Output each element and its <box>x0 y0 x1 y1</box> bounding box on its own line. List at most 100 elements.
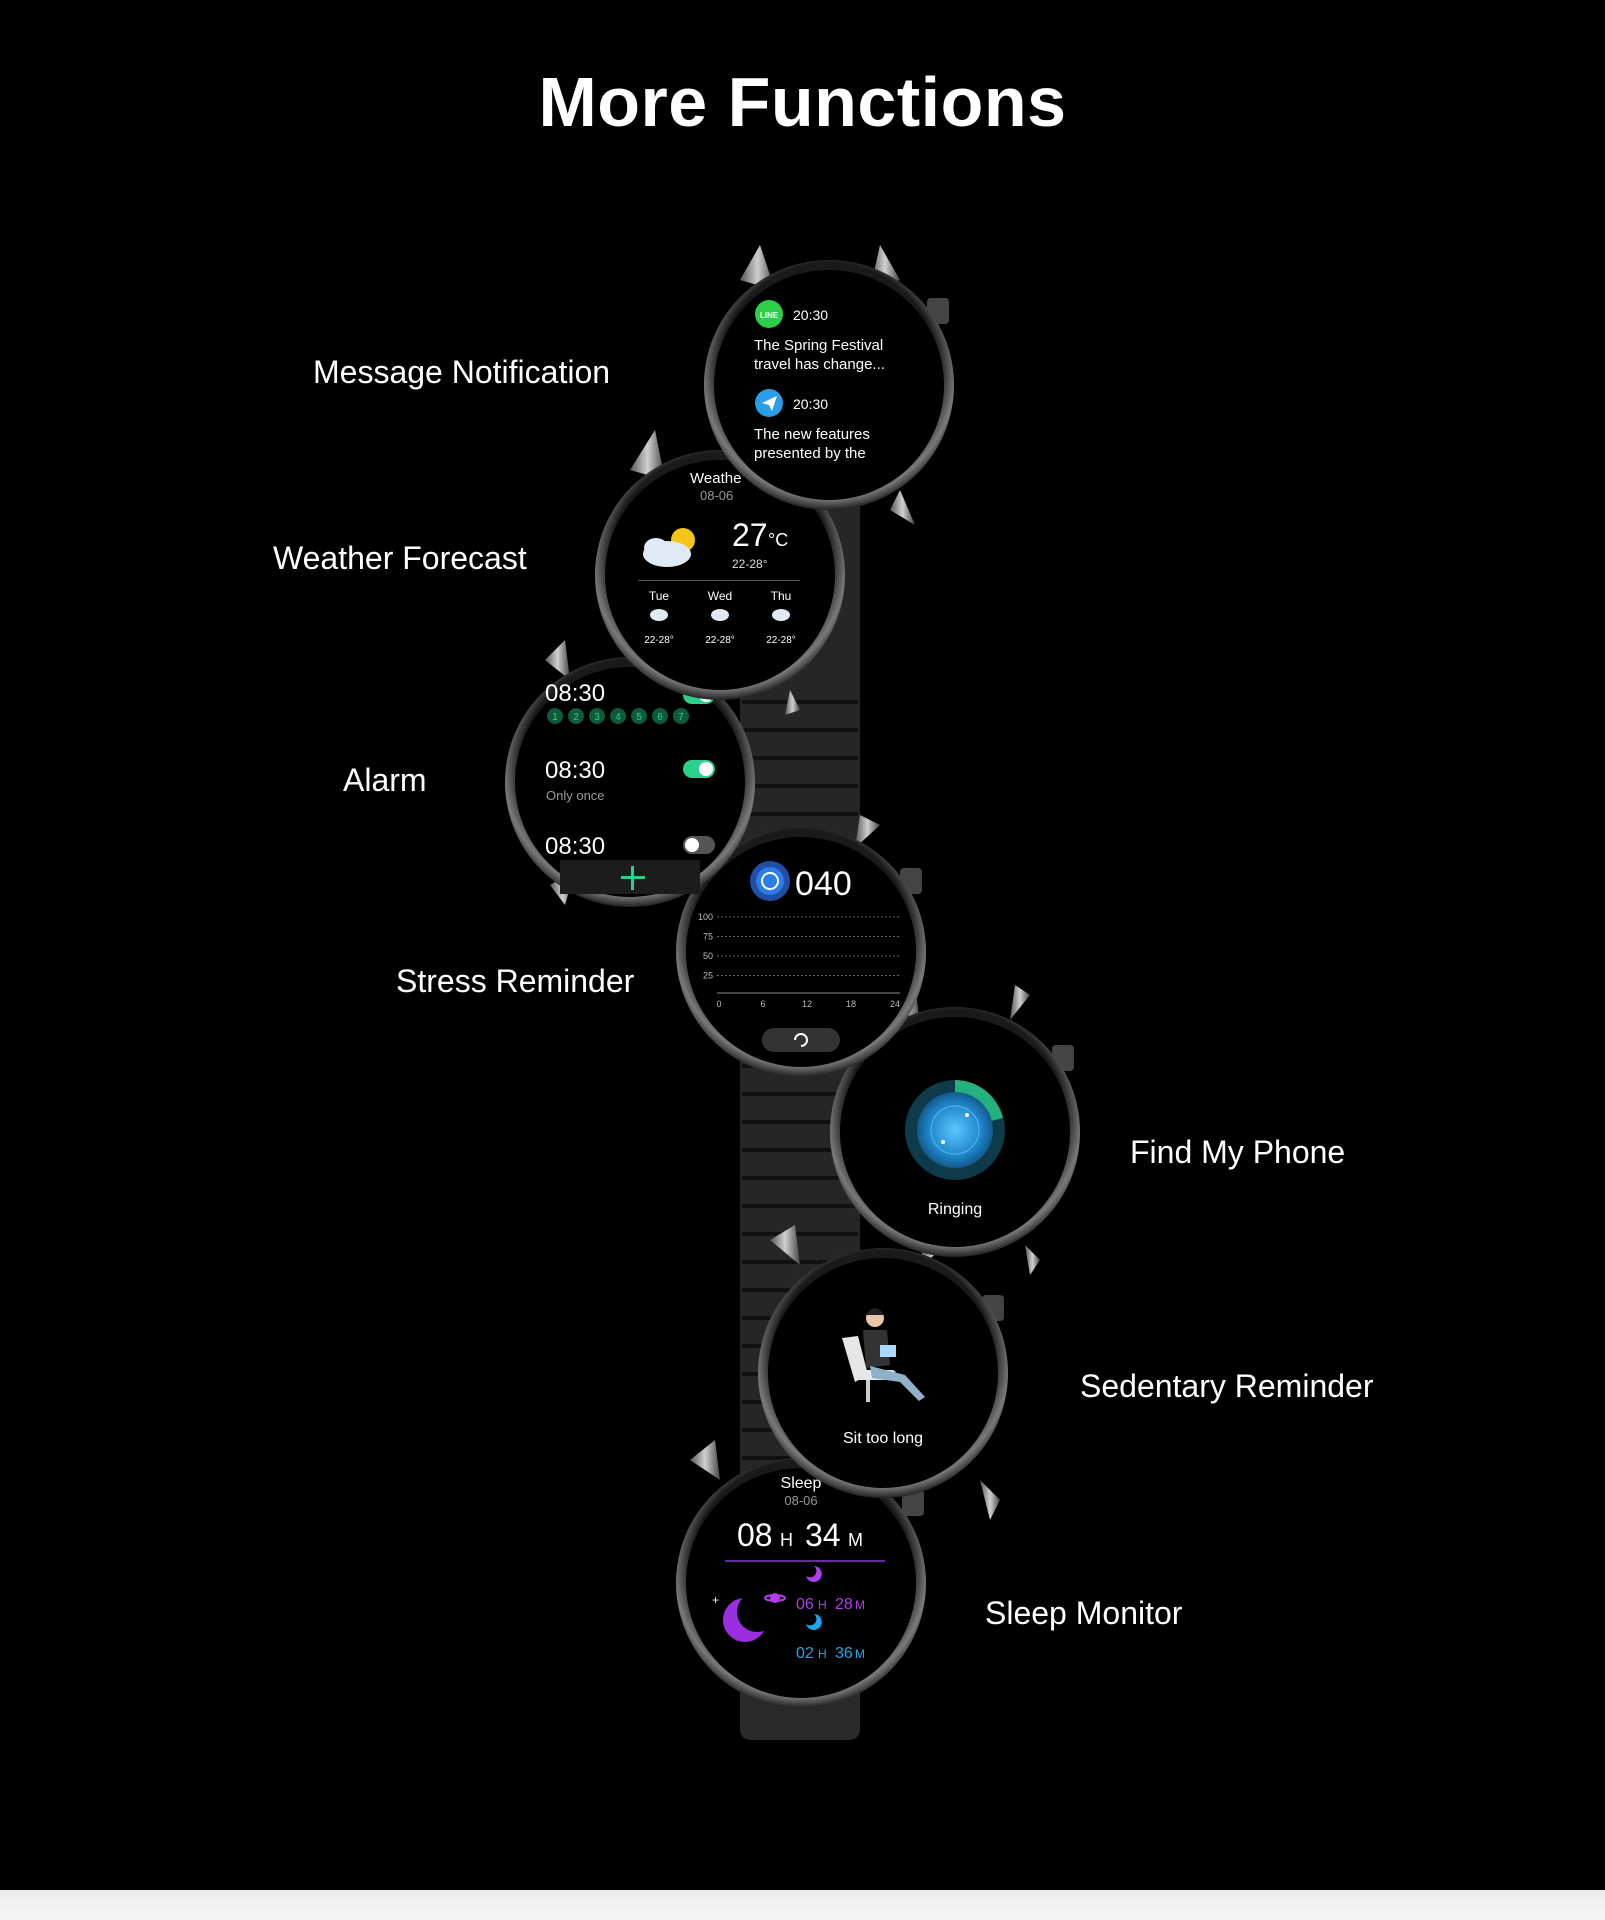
svg-text:+: + <box>712 1593 719 1607</box>
light-sleep-moon-icon <box>806 1614 822 1630</box>
sedentary-message: Sit too long <box>843 1430 923 1447</box>
deep-sleep-h-unit: H <box>818 1598 827 1612</box>
notification-1-time: 20:30 <box>793 307 828 323</box>
label-alarm: Alarm <box>343 762 427 798</box>
stress-y-tick: 50 <box>703 951 713 961</box>
watch-sleep: Sleep 08-06 08 H 34 M + 06 H 28 M 02 H 3… <box>676 1440 926 1708</box>
watch-find-phone: Ringing <box>830 985 1080 1275</box>
stress-x-tick: 18 <box>846 999 856 1009</box>
notification-1-line1: The Spring Festival <box>754 337 883 354</box>
svg-text:LINE: LINE <box>760 311 779 320</box>
watch-weather: Weathe 08-06 27 °C 22-28° Tue22-28°Wed22… <box>595 430 845 715</box>
sleep-total-hours: 08 <box>737 1517 773 1553</box>
strap-link-groove <box>742 1148 858 1152</box>
label-sleep-monitor: Sleep Monitor <box>985 1595 1183 1631</box>
refresh-button[interactable] <box>762 1028 840 1052</box>
strap-link-groove <box>742 728 858 732</box>
sitting-person-icon <box>842 1308 925 1402</box>
label-sedentary-reminder: Sedentary Reminder <box>1080 1368 1374 1404</box>
sleep-minute-unit: M <box>848 1530 863 1550</box>
alarm-day-number: 4 <box>615 712 621 723</box>
sleep-total-minutes: 34 <box>805 1517 841 1553</box>
notification-2-time: 20:30 <box>793 396 828 412</box>
deep-sleep-moon-icon <box>806 1566 822 1582</box>
alarm-day-dot <box>673 708 689 724</box>
stress-value: 040 <box>795 865 852 903</box>
sleep-title: Sleep <box>781 1475 822 1492</box>
strap-link-groove <box>742 1204 858 1208</box>
page-title: More Functions <box>538 63 1067 141</box>
alarm-day-number: 5 <box>636 712 642 723</box>
stress-x-tick: 0 <box>716 999 721 1009</box>
alarm-day-number: 1 <box>552 712 558 723</box>
alarm-1-time: 08:30 <box>545 680 605 707</box>
radar-icon <box>905 1080 1005 1180</box>
alarm-2-time: 08:30 <box>545 757 605 784</box>
rain-cloud-icon <box>711 609 729 621</box>
strap-link-groove <box>742 1176 858 1180</box>
strap-link-groove <box>742 784 858 788</box>
light-sleep-hours: 02 <box>796 1645 814 1662</box>
notification-2-line1: The new features <box>754 426 870 443</box>
strap-link-groove <box>742 1120 858 1124</box>
label-find-my-phone: Find My Phone <box>1130 1134 1346 1170</box>
forecast-range: 22-28° <box>705 635 735 646</box>
strap-link-groove <box>742 1092 858 1096</box>
rain-cloud-icon <box>650 609 668 621</box>
weather-temp: 27 <box>732 517 768 553</box>
alarm-3-time: 08:30 <box>545 833 605 860</box>
alarm-day-dot <box>589 708 605 724</box>
forecast-day: Thu <box>771 589 792 603</box>
label-stress-reminder: Stress Reminder <box>396 963 635 999</box>
stress-x-tick: 12 <box>802 999 812 1009</box>
moon-illustration-icon: + <box>712 1592 786 1642</box>
weather-date: 08-06 <box>700 488 733 503</box>
weather-range: 22-28° <box>732 557 768 571</box>
sleep-hour-unit: H <box>780 1530 793 1550</box>
alarm-day-number: 2 <box>573 712 579 723</box>
stress-y-tick: 75 <box>703 932 713 942</box>
find-phone-status: Ringing <box>928 1201 982 1218</box>
label-weather-forecast: Weather Forecast <box>273 540 527 576</box>
notification-1-line2: travel has change... <box>754 356 885 373</box>
notification-2-line2: presented by the <box>754 445 866 462</box>
alarm-day-dot <box>631 708 647 724</box>
strap-link-groove <box>742 700 858 704</box>
alarm-day-dot <box>568 708 584 724</box>
alarm-day-dot <box>652 708 668 724</box>
rain-cloud-icon <box>772 609 790 621</box>
stress-x-tick: 6 <box>760 999 765 1009</box>
alarm-2-repeat: Only once <box>546 788 605 803</box>
plus-icon <box>621 866 645 890</box>
watch-sedentary: Sit too long <box>758 1225 1008 1520</box>
stress-gauge-icon <box>750 861 790 901</box>
alarm-day-number: 6 <box>657 712 663 723</box>
strap-link-groove <box>742 756 858 760</box>
alarm-2-toggle[interactable] <box>683 760 715 778</box>
light-sleep-h-unit: H <box>818 1647 827 1661</box>
stress-x-tick: 24 <box>890 999 900 1009</box>
weather-unit: °C <box>768 530 788 550</box>
forecast-day: Wed <box>708 589 732 603</box>
weather-title: Weathe <box>690 470 741 487</box>
stress-y-tick: 100 <box>698 912 713 922</box>
strap-link-groove <box>742 1232 858 1236</box>
strap-link-groove <box>742 1260 858 1264</box>
deep-sleep-minutes: 28 <box>835 1596 853 1613</box>
refresh-icon <box>794 1033 808 1047</box>
alarm-day-dot <box>547 708 563 724</box>
alarm-3-toggle[interactable] <box>683 836 715 854</box>
light-sleep-m-unit: M <box>855 1647 865 1661</box>
watch-messages: LINE 20:30 The Spring Festival travel ha… <box>704 245 954 525</box>
deep-sleep-m-unit: M <box>855 1598 865 1612</box>
deep-sleep-hours: 06 <box>796 1596 814 1613</box>
telegram-app-icon <box>755 389 783 417</box>
alarm-day-dot <box>610 708 626 724</box>
alarm-day-number: 3 <box>594 712 600 723</box>
